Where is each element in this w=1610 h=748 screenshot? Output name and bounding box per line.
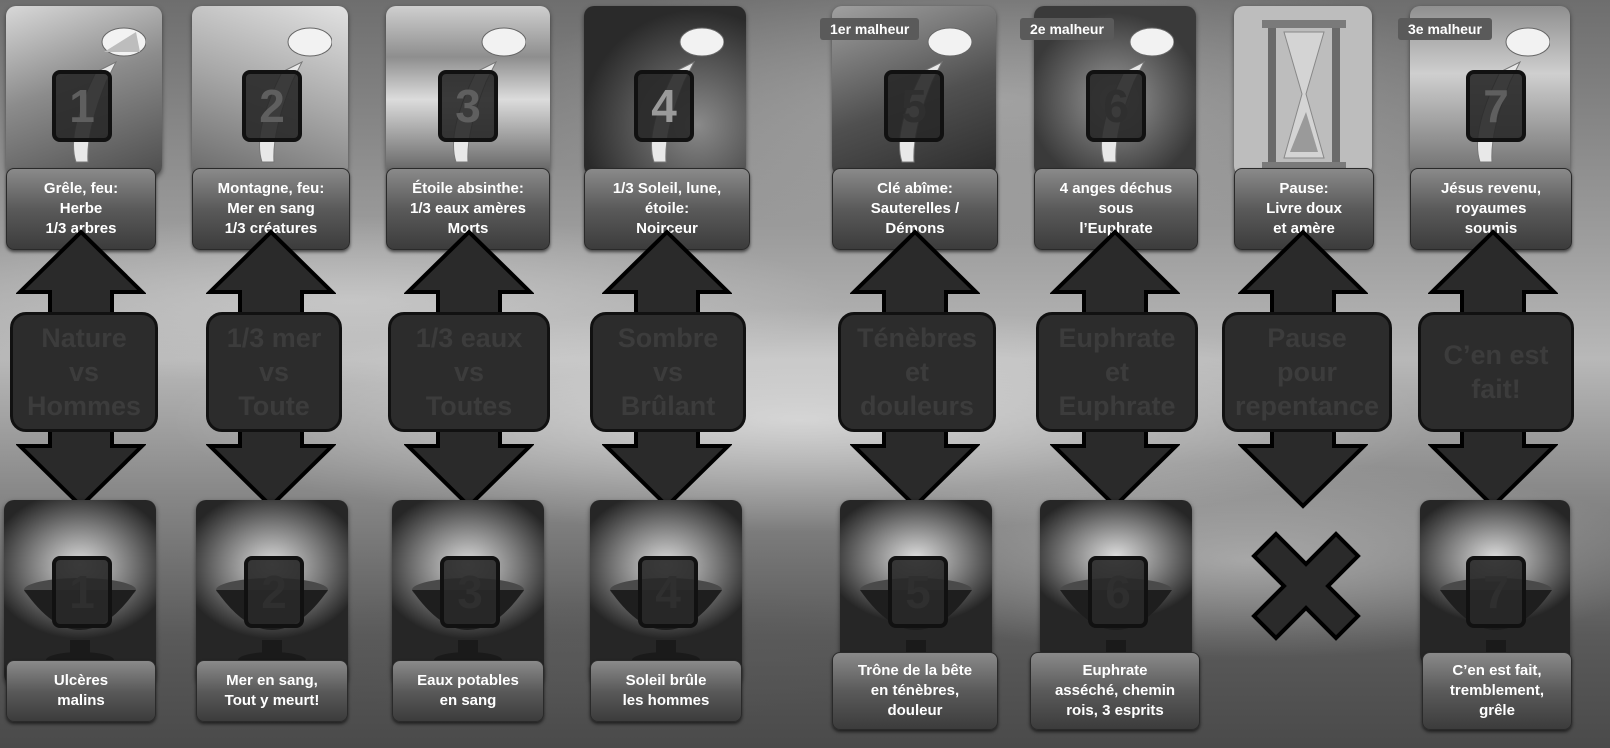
comparison-box: Pause pour repentance xyxy=(1222,312,1392,432)
trumpet-card-4: 4 xyxy=(584,6,746,176)
comparison-box: 1/3 mer vs Toute xyxy=(206,312,342,432)
bowl-number: 2 xyxy=(244,556,304,628)
comparison-box: Nature vs Hommes xyxy=(10,312,158,432)
bowl-number: 7 xyxy=(1466,556,1526,628)
hourglass-icon xyxy=(1262,20,1346,170)
bowl-number: 3 xyxy=(440,556,500,628)
x-mark-icon xyxy=(1251,531,1361,641)
bowl-caption: Ulcères malins xyxy=(6,660,156,722)
trumpet-card-1: 1 xyxy=(6,6,162,176)
woe-label: 2e malheur xyxy=(1020,18,1114,40)
trumpet-caption: 4 anges déchus sous l’Euphrate xyxy=(1034,168,1198,250)
bowl-card-2: 2 xyxy=(196,500,348,685)
comparison-box: Ténèbres et douleurs xyxy=(838,312,996,432)
trumpet-number: 3 xyxy=(438,70,498,142)
trumpet-number: 2 xyxy=(242,70,302,142)
bowl-caption: Euphrate asséché, chemin rois, 3 esprits xyxy=(1030,652,1200,730)
bowl-number: 6 xyxy=(1088,556,1148,628)
trumpet-number: 4 xyxy=(634,70,694,142)
bowl-card-1: 1 xyxy=(4,500,156,685)
trumpet-number: 1 xyxy=(52,70,112,142)
woe-label: 1er malheur xyxy=(820,18,920,40)
bowl-card-3: 3 xyxy=(392,500,544,685)
bowl-card-5: 5 xyxy=(840,500,992,665)
comparison-box: C’en est fait! xyxy=(1418,312,1574,432)
trumpet-number: 6 xyxy=(1086,70,1146,142)
bowl-card-6: 6 xyxy=(1040,500,1192,660)
trumpet-number: 7 xyxy=(1466,70,1526,142)
bowl-card-4: 4 xyxy=(590,500,742,685)
bowl-number: 4 xyxy=(638,556,698,628)
woe-label: 3e malheur xyxy=(1398,18,1492,40)
bowl-caption: Mer en sang, Tout y meurt! xyxy=(196,660,348,722)
trumpet-card-2: 2 xyxy=(192,6,348,176)
pause-card xyxy=(1234,6,1372,176)
comparison-box: Sombre vs Brûlant xyxy=(590,312,746,432)
trumpet-caption: Grêle, feu: Herbe 1/3 arbres xyxy=(6,168,156,250)
comparison-box: Euphrate et Euphrate xyxy=(1036,312,1198,432)
bowl-caption: C’en est fait, tremblement, grêle xyxy=(1422,652,1572,730)
trumpet-number: 5 xyxy=(884,70,944,142)
bowl-caption: Eaux potables en sang xyxy=(392,660,544,722)
trumpet-card-3: 3 xyxy=(386,6,550,176)
bowl-number: 1 xyxy=(52,556,112,628)
bowl-card-7: 7 xyxy=(1420,500,1570,665)
comparison-box: 1/3 eaux vs Toutes xyxy=(388,312,550,432)
bowl-caption: Soleil brûle les hommes xyxy=(590,660,742,722)
bowl-caption: Trône de la bête en ténèbres, douleur xyxy=(832,652,998,730)
bowl-number: 5 xyxy=(888,556,948,628)
